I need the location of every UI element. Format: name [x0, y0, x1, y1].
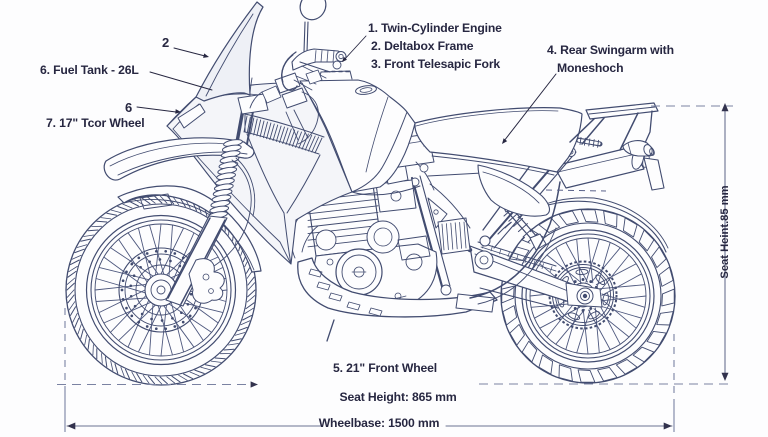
svg-text:Seat Heint.85 mm: Seat Heint.85 mm — [719, 185, 731, 278]
svg-text:Seat Height: 865 mm: Seat Height: 865 mm — [339, 390, 456, 404]
svg-text:5. 21" Front Wheel: 5. 21" Front Wheel — [333, 361, 437, 375]
svg-text:4. Rear Swingarm with: 4. Rear Swingarm with — [547, 43, 674, 57]
svg-text:Moneshoch: Moneshoch — [557, 61, 623, 75]
svg-text:2. Deltabox Frame: 2. Deltabox Frame — [371, 39, 474, 53]
svg-text:6: 6 — [125, 100, 132, 115]
svg-text:1. Twin-Cylinder Engine: 1. Twin-Cylinder Engine — [368, 21, 502, 35]
svg-text:2: 2 — [162, 35, 169, 50]
svg-text:7. 17" Tcor Wheel: 7. 17" Tcor Wheel — [46, 116, 145, 130]
svg-text:6. Fuel Tank - 26L: 6. Fuel Tank - 26L — [40, 63, 139, 77]
svg-text:Wheelbase: 1500 mm: Wheelbase: 1500 mm — [319, 416, 440, 430]
svg-text:3. Front Telesapic Fork: 3. Front Telesapic Fork — [371, 57, 500, 71]
